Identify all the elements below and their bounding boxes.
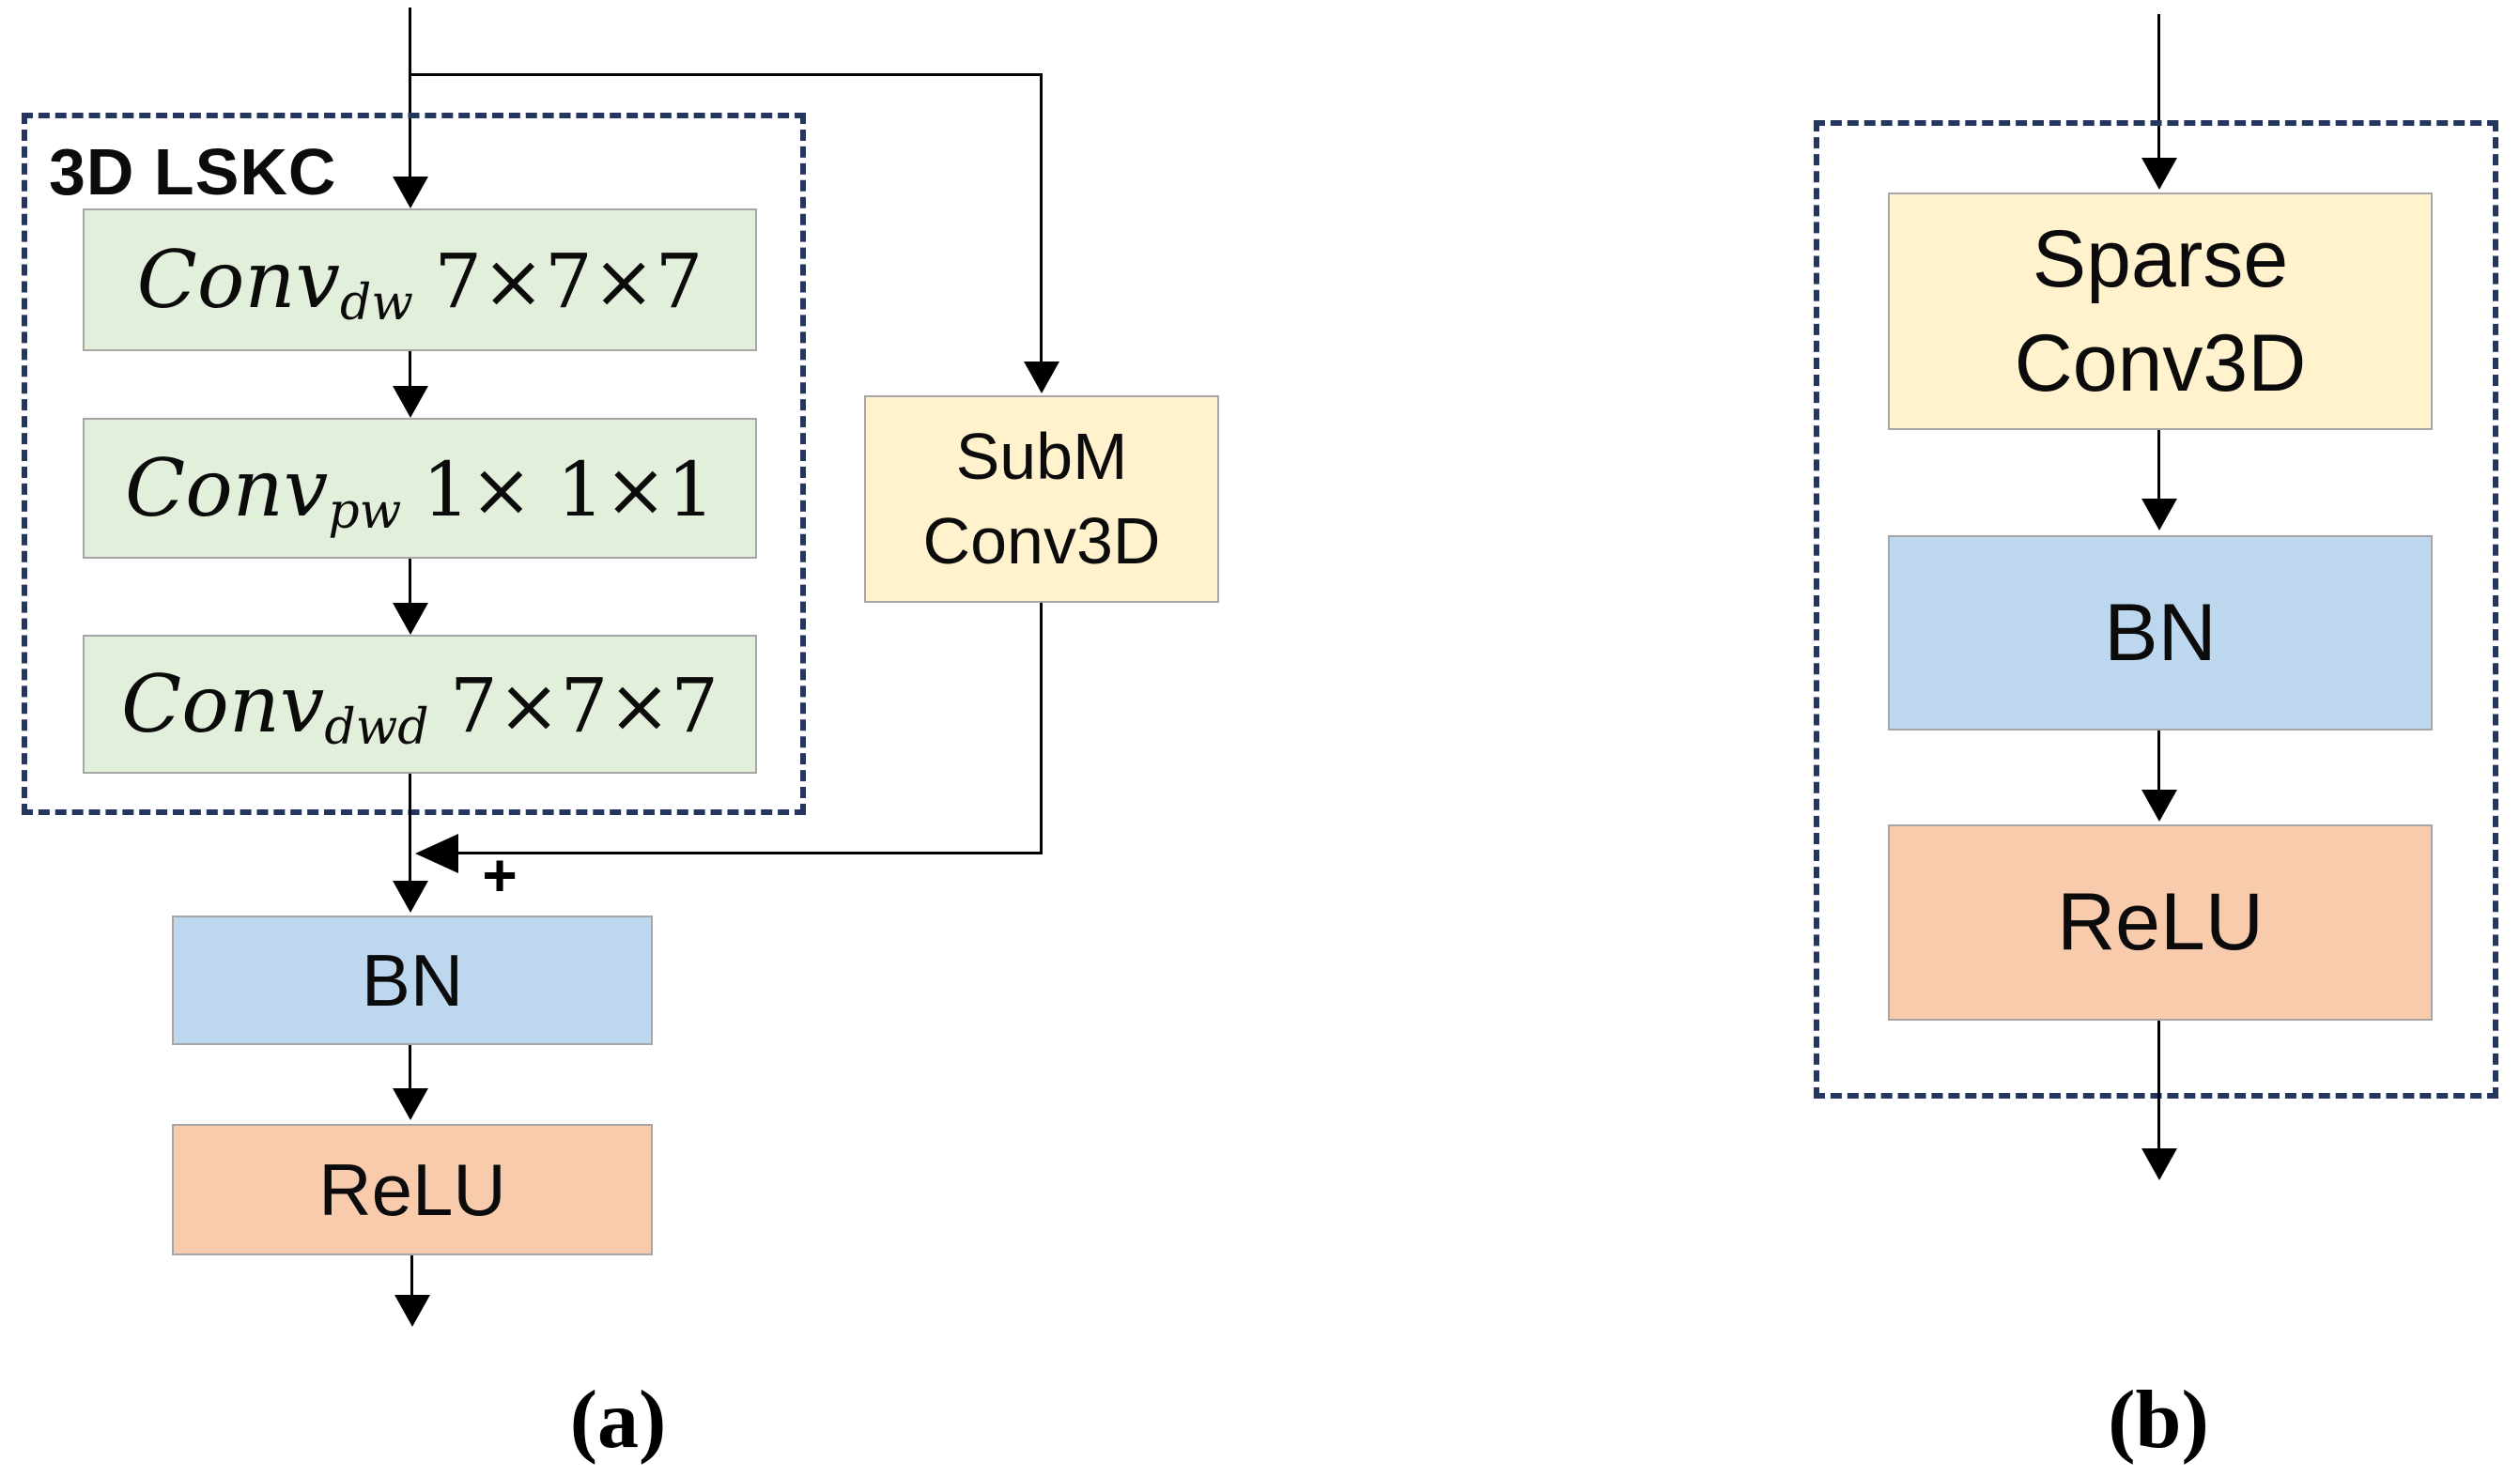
arrowhead-merge-left [415,834,458,873]
output-line-b [2157,1021,2160,1148]
lskc-dashed-box [22,113,806,815]
bn-box-b: BN [1888,535,2433,731]
skip-branch-hline [409,73,1043,76]
arrowhead-pw-dwd [393,603,428,635]
arrow-line-bn-relu-b [2157,731,2160,790]
input-line-b [2157,14,2160,158]
arrowhead-bn-b [2141,499,2177,531]
arrowhead-subm [1024,362,1059,393]
relu-box-a: ReLU [172,1124,653,1255]
subm-out-vline [1040,603,1043,854]
input-line-a [409,8,411,178]
arrowhead-bn-a [393,881,428,913]
arrowhead-relu-a [393,1088,428,1120]
sparse-conv3d-box: Sparse Conv3D [1888,192,2433,430]
caption-b: (b) [2108,1375,2209,1466]
lskc-group-label: 3D LSKC [49,135,337,208]
sparse-dashed-box [1814,120,2498,1099]
sparse-conv3d-label: Sparse Conv3D [2014,214,2307,408]
subm-conv3d-box: SubM Conv3D [864,395,1219,603]
arrowhead-dw-pw [393,386,428,418]
merge-hline [457,852,1043,854]
relu-label-b: ReLU [2057,877,2264,968]
subm-conv3d-label: SubM Conv3D [922,419,1161,577]
relu-label-a: ReLU [318,1147,506,1231]
arrow-line-sparse-bn [2157,430,2160,499]
plus-sign: + [482,841,518,909]
arrowhead-relu-b [2141,790,2177,822]
output-line-a [410,1255,413,1295]
arrow-line-bn-relu-a [409,1045,411,1088]
bn-box-a: BN [172,915,653,1045]
relu-box-b: ReLU [1888,824,2433,1021]
skip-branch-vline [1040,73,1043,362]
bn-label-b: BN [2104,587,2217,678]
arrow-line-pw-dwd [409,559,411,603]
caption-a: (a) [569,1375,667,1466]
arrowhead-output-a [394,1295,430,1327]
arrowhead-output-b [2141,1148,2177,1180]
arrow-line-dw-pw [409,351,411,387]
arrowhead-input-b [2141,158,2177,190]
bn-label-a: BN [361,938,464,1022]
merge-vline [409,774,411,881]
arrowhead-input-a [393,177,428,208]
